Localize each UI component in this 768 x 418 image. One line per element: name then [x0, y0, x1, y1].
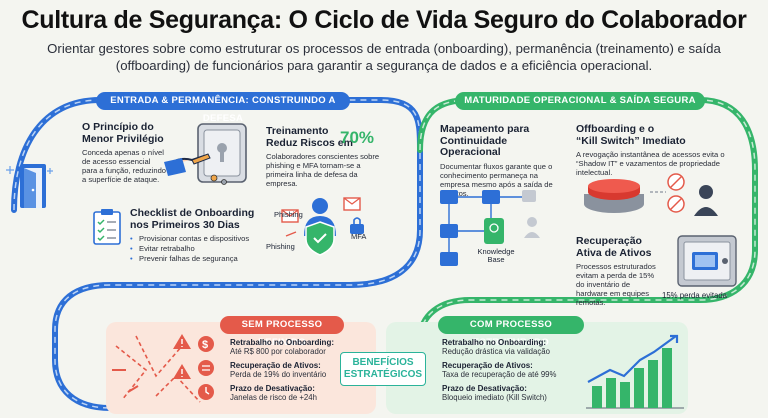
with-metric: Prazo de Desativação: Bloqueio imediato … — [442, 384, 592, 402]
recovery-title-line2: Ativa de Ativos — [576, 246, 652, 259]
training-title-line1: Treinamento — [266, 125, 329, 137]
with-metric-title: Recuperação de Ativos: — [442, 361, 533, 370]
with-process-header: COM PROCESSO ESTRUTURADO — [438, 316, 584, 348]
recovery-caption: 15% perda evitada — [662, 291, 728, 300]
without-metric-value: Perda de 19% do inventário — [230, 370, 327, 379]
offboarding-title: Offboarding e o“Kill Switch” Imediato — [576, 123, 736, 147]
offboarding-text: A revogação instantânea de acessos evita… — [576, 150, 725, 177]
with-metric-value: Taxa de recuperação de até 99% — [442, 370, 557, 379]
with-metric-title: Retrabalho no Onboarding: — [442, 338, 546, 347]
right-section-header: MATURIDADE OPERACIONAL & SAÍDA SEGURA — [455, 92, 705, 110]
phishing-label-top: Phishing — [274, 210, 303, 219]
without-metric: Prazo de Desativação: Janelas de risco d… — [230, 384, 372, 402]
offboarding-card: Offboarding e o“Kill Switch” Imediato A … — [576, 123, 736, 177]
without-process-header: SEM PROCESSO DEFINIDO — [220, 316, 344, 348]
list-item: Provisionar contas e dispositivos — [130, 234, 280, 244]
principle-text: Conceda apenas o nível de acesso essenci… — [82, 148, 167, 184]
without-metric-title: Retrabalho no Onboarding: — [230, 338, 334, 347]
strategic-benefits-line2: ESTRATÉGICOS — [343, 369, 423, 380]
with-metric-value: Bloqueio imediato (Kill Switch) — [442, 393, 547, 402]
safe-icon — [677, 235, 737, 287]
without-metric-value: Até R$ 800 por colaborador — [230, 347, 326, 356]
mapping-title-line2: Continuidade Operacional — [440, 134, 508, 158]
knowledge-base-label: Knowledge Base — [477, 247, 515, 264]
checklist-icon — [93, 209, 121, 245]
with-metrics: Retrabalho no Onboarding: Redução drásti… — [442, 338, 592, 402]
page-title: Cultura de Segurança: O Ciclo de Vida Se… — [21, 6, 747, 34]
checklist-title-line1: Checklist de Onboarding — [130, 207, 255, 219]
phishing-label-bottom: Phishing — [266, 242, 295, 251]
chaos-warning-icon: $ — [112, 334, 214, 403]
with-metric: Retrabalho no Onboarding: Redução drásti… — [442, 338, 592, 356]
without-metric: Recuperação de Ativos: Perda de 19% do i… — [230, 361, 372, 379]
list-item: Evitar retrabalho — [130, 244, 280, 254]
with-metric: Recuperação de Ativos: Taxa de recuperaç… — [442, 361, 592, 379]
left-section-header: ENTRADA & PERMANÊNCIA: CONSTRUINDO A DEF… — [96, 92, 350, 124]
with-metric-value: Redução drástica via validação — [442, 347, 550, 356]
checklist-items: Provisionar contas e dispositivos Evitar… — [130, 234, 280, 264]
offboarding-title-line1: Offboarding e o — [576, 123, 655, 135]
flowchart-icon — [440, 190, 540, 266]
training-percent: 70% — [340, 128, 375, 147]
growth-chart-icon — [586, 334, 684, 409]
principle-title-line1: O Princípio do — [82, 121, 154, 133]
phishing-shield-icon — [281, 197, 364, 256]
training-text: Colaboradores conscientes sobre phishing… — [266, 152, 380, 188]
training-title-line2: Reduz Riscos em — [266, 136, 353, 149]
without-metric-title: Prazo de Desativação: — [230, 384, 315, 393]
without-metric: Retrabalho no Onboarding: Até R$ 800 por… — [230, 338, 372, 356]
list-item: Prevenir falhas de segurança — [130, 254, 280, 264]
door-icon — [20, 164, 46, 208]
svg-text:$: $ — [202, 339, 208, 351]
kill-switch-icon — [584, 173, 718, 216]
without-process-panel — [106, 322, 376, 414]
with-metric-title: Prazo de Desativação: — [442, 384, 527, 393]
checklist-title-line2: nos Primeiros 30 Dias — [130, 218, 240, 231]
key-access-icon — [164, 123, 247, 185]
strategic-benefits-line1: BENEFÍCIOS — [352, 357, 414, 368]
page-subtitle: Orientar gestores sobre como estruturar … — [47, 41, 721, 73]
mfa-label: MFA — [351, 232, 367, 241]
without-metric-title: Recuperação de Ativos: — [230, 361, 321, 370]
strategic-benefits-badge: BENEFÍCIOS ESTRATÉGICOS — [340, 352, 426, 386]
mapping-title-line1: Mapeamento para — [440, 123, 530, 135]
offboarding-title-line2: “Kill Switch” Imediato — [576, 134, 686, 147]
without-metric-value: Janelas de risco de +24h — [230, 393, 317, 402]
principle-title-line2: Menor Privilégio — [82, 132, 164, 145]
without-metrics: Retrabalho no Onboarding: Até R$ 800 por… — [230, 338, 372, 402]
recovery-text: Processos estruturados evitam a perda de… — [576, 262, 656, 307]
recovery-title-line1: Recuperação — [576, 235, 642, 247]
